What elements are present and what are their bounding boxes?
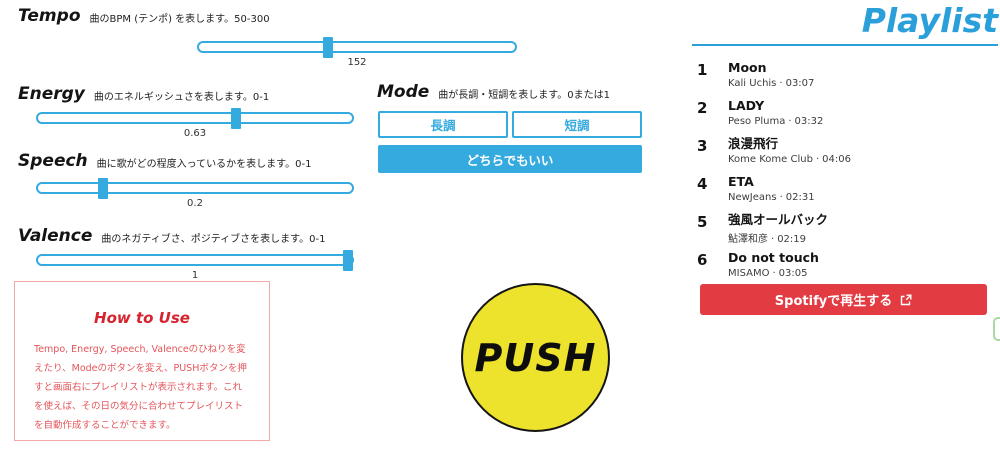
track-number: 3 <box>697 137 708 155</box>
track-duration: 02:19 <box>777 234 807 245</box>
track-row: 5 強風オールバック 鮎澤和彦·02:19 <box>697 210 997 248</box>
track-meta-separator: · <box>772 268 776 279</box>
playlist-track-list: 1 Moon Kali Uchis·03:07 2 LADY Peso Plum… <box>697 58 997 286</box>
valence-slider-thumb[interactable] <box>342 250 353 271</box>
track-artist: NewJeans <box>728 192 777 203</box>
track-row: 6 Do not touch MISAMO·03:05 <box>697 248 997 286</box>
track-title: 浪漫飛行 <box>728 136 779 151</box>
tempo-slider[interactable]: 152 <box>197 37 517 68</box>
energy-title: Energy <box>18 84 85 104</box>
track-title: LADY <box>728 98 765 113</box>
tempo-slider-track[interactable] <box>197 41 517 53</box>
playlist-title: Playlist <box>861 1 998 40</box>
spotify-play-label: Spotifyで再生する <box>774 294 893 309</box>
mode-major-button[interactable]: 長調 <box>378 111 508 138</box>
track-artist: Kali Uchis <box>728 78 777 89</box>
speech-title: Speech <box>18 151 88 171</box>
push-button[interactable]: PUSH <box>461 283 610 432</box>
speech-slider[interactable]: 0.2 <box>36 178 354 209</box>
energy-slider[interactable]: 0.63 <box>36 108 354 139</box>
track-meta: NewJeans·02:31 <box>728 192 815 203</box>
tempo-description: 曲のBPM (テンポ) を表します。50-300 <box>89 14 270 25</box>
track-title: ETA <box>728 174 754 189</box>
spotify-play-button[interactable]: Spotifyで再生する <box>700 284 987 315</box>
clipped-green-button[interactable] <box>993 317 1000 341</box>
push-button-label: PUSH <box>474 335 597 380</box>
tempo-section-header: Tempo 曲のBPM (テンポ) を表します。50-300 <box>18 6 270 26</box>
track-artist: MISAMO <box>728 268 770 279</box>
mode-section-header: Mode 曲が長調・短調を表します。0または1 <box>377 82 610 102</box>
valence-value: 1 <box>191 270 199 281</box>
tempo-slider-thumb[interactable] <box>323 37 334 58</box>
track-number: 2 <box>697 99 708 117</box>
track-row: 1 Moon Kali Uchis·03:07 <box>697 58 997 96</box>
track-artist: 鮎澤和彦 <box>728 234 768 245</box>
track-meta-separator: · <box>771 234 775 245</box>
valence-slider-track[interactable] <box>36 254 354 266</box>
track-row: 2 LADY Peso Pluma·03:32 <box>697 96 997 134</box>
valence-section-header: Valence 曲のネガティブさ、ポジティブさを表します。0-1 <box>18 226 326 246</box>
valence-title: Valence <box>18 226 93 246</box>
track-meta-separator: · <box>788 116 792 127</box>
energy-slider-track[interactable] <box>36 112 354 124</box>
track-artist: Kome Kome Club <box>728 154 813 165</box>
speech-slider-track[interactable] <box>36 182 354 194</box>
how-to-use-title: How to Use <box>94 309 190 327</box>
track-title: Do not touch <box>728 250 819 265</box>
tempo-value: 152 <box>347 57 367 68</box>
tempo-title: Tempo <box>18 6 81 26</box>
valence-description: 曲のネガティブさ、ポジティブさを表します。0-1 <box>101 234 326 245</box>
track-meta-separator: · <box>779 192 783 203</box>
mode-minor-button[interactable]: 短調 <box>512 111 642 138</box>
speech-value: 0.2 <box>187 198 203 209</box>
mode-either-button[interactable]: どちらでもいい <box>378 145 642 173</box>
track-duration: 04:06 <box>822 154 851 165</box>
how-to-use-box: How to Use Tempo, Energy, Speech, Valenc… <box>14 281 270 441</box>
track-title: Moon <box>728 60 767 75</box>
energy-value: 0.63 <box>183 128 207 139</box>
track-meta-separator: · <box>779 78 783 89</box>
track-artist: Peso Pluma <box>728 116 786 127</box>
track-meta: MISAMO·03:05 <box>728 268 819 279</box>
track-number: 6 <box>697 251 708 269</box>
how-to-use-body: Tempo, Energy, Speech, Valenceのひねりを変えたり、… <box>34 344 247 431</box>
external-link-icon <box>900 294 912 306</box>
track-duration: 03:32 <box>794 116 824 127</box>
track-row: 3 浪漫飛行 Kome Kome Club·04:06 <box>697 134 997 172</box>
playlist-divider <box>692 44 998 46</box>
track-row: 4 ETA NewJeans·02:31 <box>697 172 997 210</box>
track-meta-separator: · <box>815 154 820 165</box>
energy-section-header: Energy 曲のエネルギッシュさを表します。0-1 <box>18 84 269 104</box>
speech-description: 曲に歌がどの程度入っているかを表します。0-1 <box>96 159 312 170</box>
track-number: 5 <box>697 213 708 231</box>
track-duration: 02:31 <box>785 192 815 203</box>
track-meta: Kome Kome Club·04:06 <box>728 154 851 165</box>
energy-description: 曲のエネルギッシュさを表します。0-1 <box>93 92 270 103</box>
track-number: 1 <box>697 61 708 79</box>
track-title: 強風オールバック <box>728 212 829 227</box>
track-duration: 03:05 <box>778 268 808 279</box>
energy-slider-thumb[interactable] <box>231 108 242 129</box>
mode-description: 曲が長調・短調を表します。0または1 <box>438 90 611 101</box>
mode-title: Mode <box>377 82 430 102</box>
track-meta: 鮎澤和彦·02:19 <box>728 230 828 245</box>
valence-slider[interactable]: 1 <box>36 250 354 281</box>
track-number: 4 <box>697 175 708 193</box>
track-meta: Peso Pluma·03:32 <box>728 116 823 127</box>
track-duration: 03:07 <box>785 78 815 89</box>
track-meta: Kali Uchis·03:07 <box>728 78 814 89</box>
speech-section-header: Speech 曲に歌がどの程度入っているかを表します。0-1 <box>18 151 312 171</box>
speech-slider-thumb[interactable] <box>97 178 108 199</box>
